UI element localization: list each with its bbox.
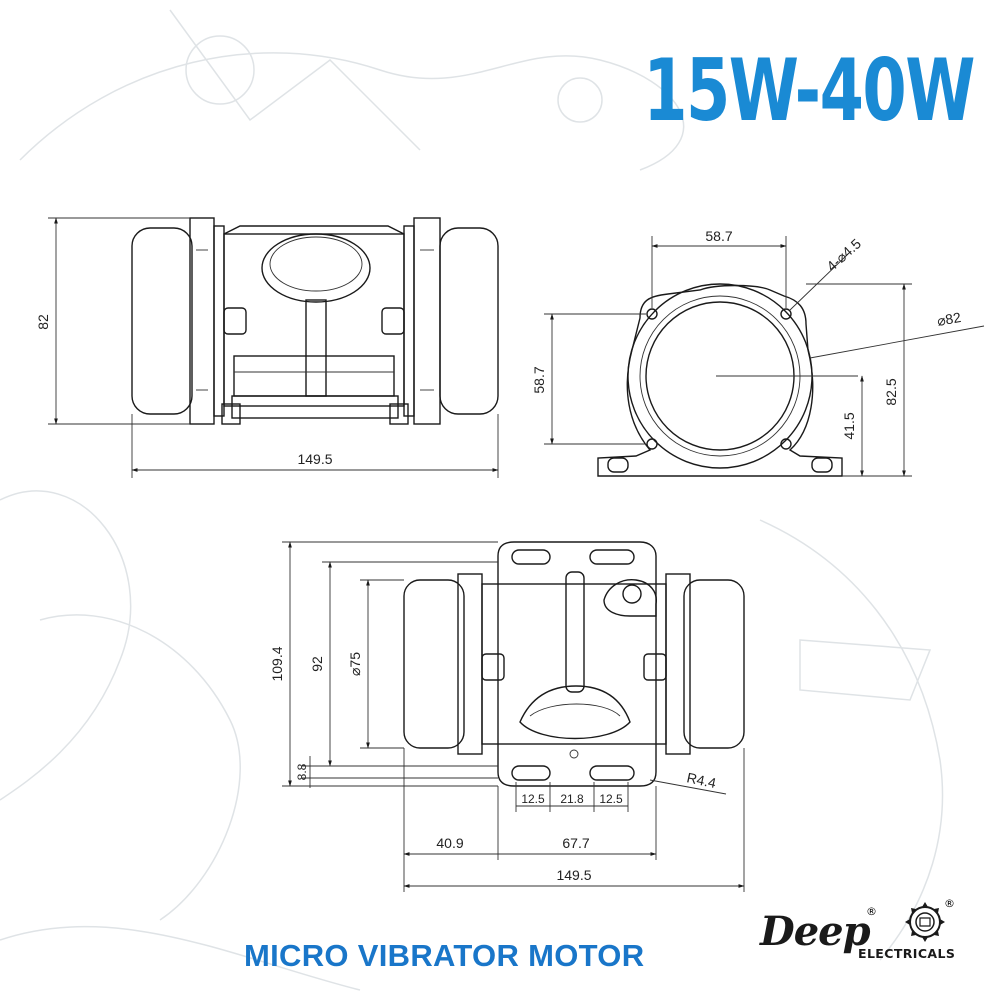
dim-top-length: 149.5: [556, 867, 591, 883]
dim-end-hole-spacing-side: 58.7: [531, 366, 547, 393]
end-view-dimensions: 58.7 4-⌀4.5 ⌀82 58.7 82.5 41.5: [531, 228, 985, 477]
top-view: [403, 541, 745, 787]
dim-end-hole-spacing-top: 58.7: [705, 228, 732, 244]
product-subtitle: MICRO VIBRATOR MOTOR: [244, 938, 645, 973]
front-view-dimensions: 82 149.5: [35, 217, 499, 478]
dim-top-offset: 40.9: [436, 835, 463, 851]
dim-front-length: 149.5: [297, 451, 332, 467]
registered-mark-emblem: ®: [944, 897, 955, 910]
dim-top-slot-gap: 21.8: [560, 792, 584, 806]
dim-top-mount-length: 67.7: [562, 835, 589, 851]
dim-front-height: 82: [35, 314, 51, 330]
dim-top-slot-b: 12.5: [599, 792, 623, 806]
brand-wordmark: Deep: [760, 908, 871, 955]
dim-top-base-width: 109.4: [269, 646, 285, 681]
dim-top-diameter: ⌀75: [347, 652, 363, 676]
dim-end-center-height: 41.5: [841, 412, 857, 439]
dim-top-base-thickness: 8.8: [295, 763, 309, 780]
dim-end-hole-callout: 4-⌀4.5: [823, 235, 864, 274]
gear-emblem-icon: [905, 902, 945, 942]
background-sketch: [0, 9, 944, 991]
dim-end-diameter: ⌀82: [936, 309, 963, 329]
dim-top-body-width: 92: [309, 656, 325, 672]
dim-end-total-height: 82.5: [883, 378, 899, 405]
end-view: [597, 283, 858, 477]
front-view: [131, 217, 499, 425]
top-view-dimensions: 109.4 92 ⌀75 8.8 12.5 21.8 12.5 R4.4 4: [269, 541, 745, 892]
registered-mark-wordmark: ®: [866, 905, 877, 918]
dim-top-corner-radius: R4.4: [685, 769, 717, 791]
brand-name: ELECTRICALS: [858, 946, 956, 961]
page-title: 15W-40W: [643, 41, 975, 141]
dim-top-slot-a: 12.5: [521, 792, 545, 806]
